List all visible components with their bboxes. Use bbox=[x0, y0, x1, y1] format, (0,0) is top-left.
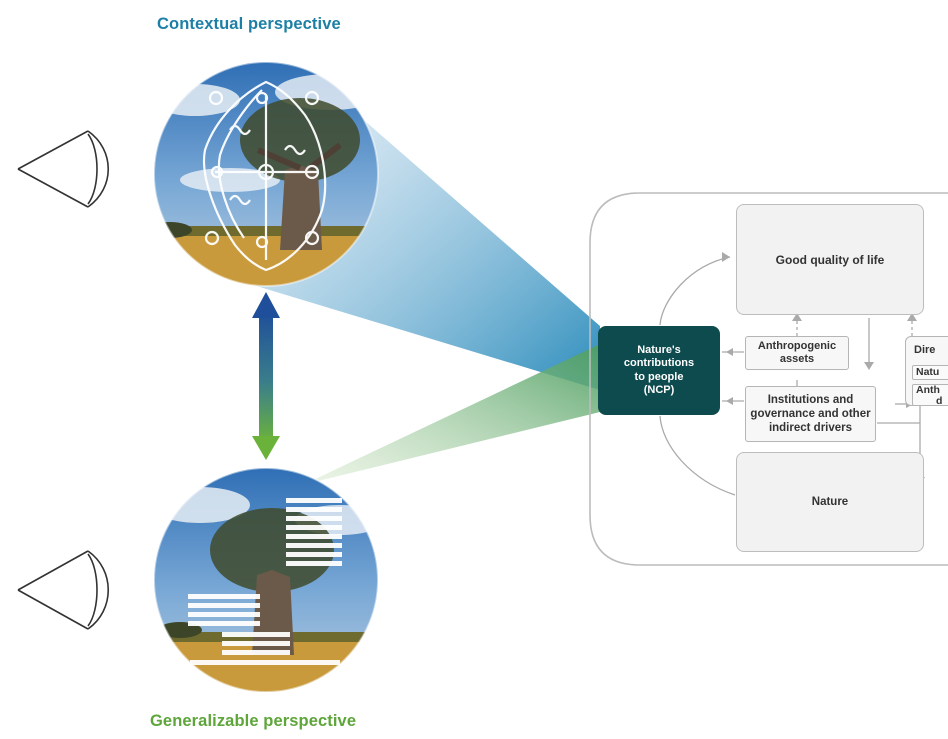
direct-drivers-box-clip: Dire Natu Anth d bbox=[905, 336, 948, 408]
community-map-sketch bbox=[203, 80, 327, 272]
anthropogenic-drivers-box: Anth d bbox=[912, 384, 948, 406]
framework-frame bbox=[589, 192, 948, 566]
generalizable-perspective-title: Generalizable perspective bbox=[150, 712, 357, 730]
nature-label: Nature bbox=[811, 496, 849, 508]
direct-drivers-box: Dire Natu Anth d bbox=[905, 336, 948, 406]
good-quality-of-life-label: Good quality of life bbox=[775, 252, 885, 267]
contextual-perspective-title: Contextual perspective bbox=[157, 15, 341, 33]
ncp-box: Nature's contributions to people (NCP) bbox=[598, 326, 720, 415]
anthropogenic-drivers-line: d bbox=[936, 394, 943, 407]
ncp-label-line: Nature's bbox=[637, 343, 681, 356]
ncp-label-line: contributions bbox=[623, 357, 695, 369]
double-arrow-icon bbox=[252, 292, 280, 460]
institutions-box: Institutions and governance and other in… bbox=[745, 386, 876, 442]
ncp-label-line: (NCP) bbox=[643, 384, 675, 396]
direct-drivers-label: Dire bbox=[914, 344, 936, 356]
eye-icon bbox=[17, 550, 109, 630]
generalizable-projection-beam bbox=[250, 345, 600, 510]
eye-icon bbox=[17, 130, 109, 208]
ncp-label-line: to people bbox=[634, 370, 684, 383]
good-quality-of-life-box: Good quality of life bbox=[736, 204, 924, 315]
institutions-line: governance and other bbox=[750, 408, 871, 420]
natural-drivers-label: Natu bbox=[916, 366, 940, 378]
nature-box: Nature bbox=[736, 452, 924, 552]
anthropogenic-assets-line: Anthropogenic bbox=[757, 340, 837, 352]
anthropogenic-drivers-line: Anth bbox=[916, 384, 940, 396]
institutions-line: indirect drivers bbox=[768, 422, 853, 434]
institutions-line: Institutions and bbox=[767, 394, 854, 406]
natural-drivers-box: Natu bbox=[912, 365, 948, 380]
statistical-bars-overlay bbox=[188, 498, 342, 665]
anthropogenic-assets-line: assets bbox=[779, 353, 815, 365]
anthropogenic-assets-box: Anthropogenic assets bbox=[745, 336, 849, 370]
